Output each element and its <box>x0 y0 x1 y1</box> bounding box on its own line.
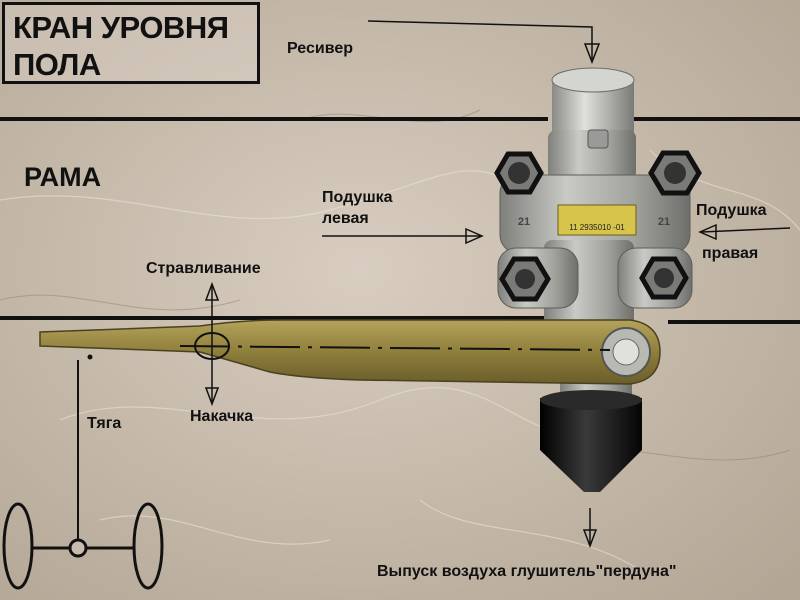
title-line-1: КРАН УРОВНЯ <box>13 10 229 45</box>
hex-nut-icon-bottom-left <box>499 256 551 302</box>
left-cushion-label-line1: Подушка <box>322 189 393 206</box>
hex-nut-icon-bottom-right <box>639 256 689 300</box>
valve-port-left-label: 21 <box>518 216 530 228</box>
valve-plate <box>557 204 637 236</box>
inflate-label: Накачка <box>190 408 254 425</box>
arrow-down-icon-receiver <box>367 20 601 65</box>
receiver-label: Ресивер <box>287 40 353 57</box>
bleed-label: Стравливание <box>146 260 261 277</box>
valve-plate-code: 11 2935010 -01 <box>569 223 625 232</box>
title-line-2: ПОЛА <box>13 47 101 83</box>
hex-nut-icon-top-left <box>494 151 544 195</box>
exhaust-label: Выпуск воздуха глушитель"пердуна" <box>377 563 677 580</box>
title-box: КРАН УРОВНЯ ПОЛА <box>2 2 260 84</box>
right-cushion-label-line2: правая <box>702 245 759 262</box>
lever-end-hole <box>87 354 93 360</box>
valve-port-right-label: 21 <box>658 216 670 228</box>
arrow-down-icon-exhaust <box>582 508 598 549</box>
arrow-up-icon-bleed <box>204 281 220 346</box>
lever-centerline <box>179 345 611 351</box>
hex-nut-icon-top-right <box>648 150 702 196</box>
right-cushion-label-line1: Подушка <box>696 202 767 219</box>
frame-label: РАМА <box>24 162 102 192</box>
lever-arm <box>39 319 661 385</box>
arrow-right-icon-left-cushion <box>322 227 484 245</box>
arrow-left-icon-right-cushion <box>698 223 791 241</box>
rod-label: Тяга <box>87 415 122 432</box>
arrow-down-icon-inflate <box>204 346 220 407</box>
wheel-icon-axle <box>2 502 164 590</box>
left-cushion-label-line2: левая <box>322 210 369 227</box>
